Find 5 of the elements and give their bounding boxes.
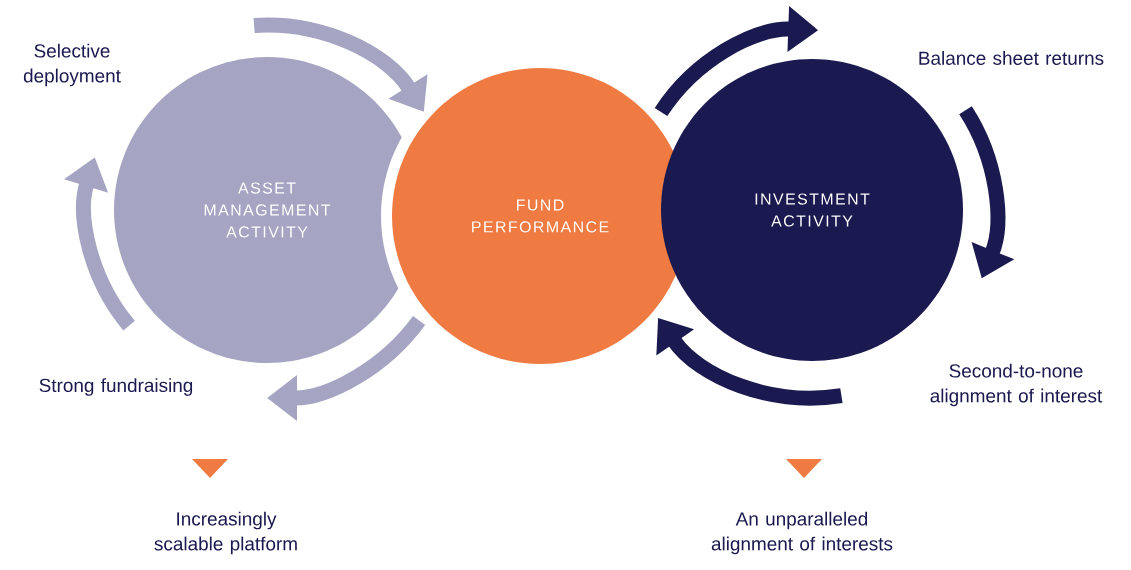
- label: Strong fundraising: [39, 378, 193, 396]
- label: An unparalleled alignment of interests: [711, 511, 893, 555]
- label: Increasingly scalable platform: [154, 511, 297, 555]
- node-label: FUND PERFORMANCE: [472, 199, 609, 233]
- label: Second-to-none alignment of interest: [930, 363, 1103, 407]
